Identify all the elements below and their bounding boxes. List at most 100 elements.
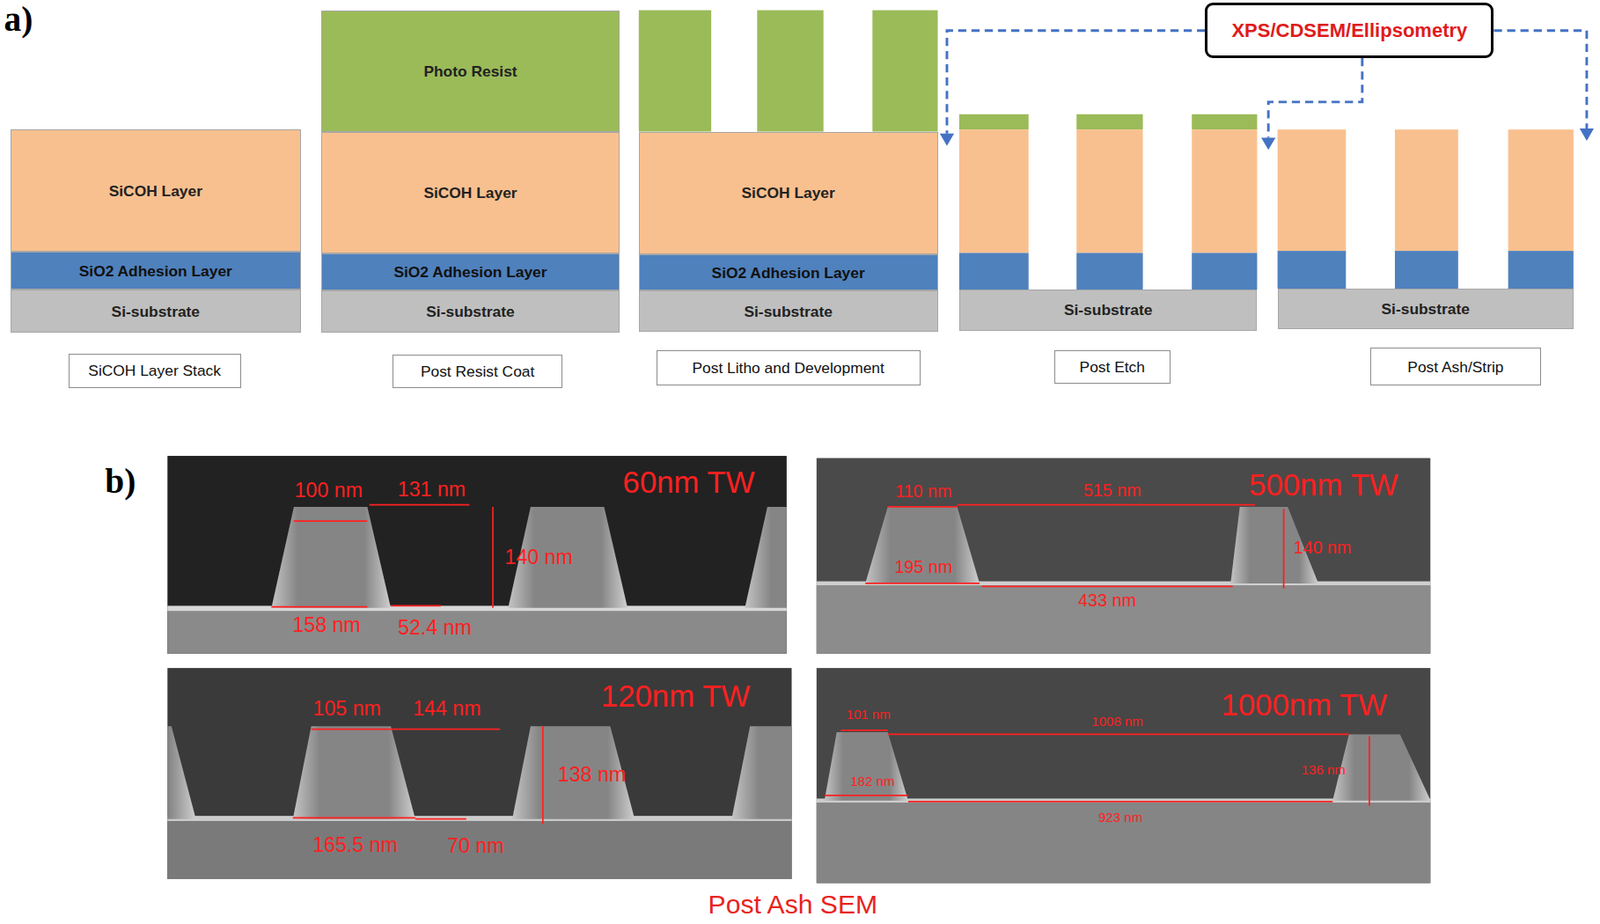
stage-box: Post Ash/Strip: [1370, 347, 1542, 386]
layer-name: Si-substrate: [1381, 300, 1470, 318]
dimension-line: [293, 817, 416, 820]
dimension-label: 70 nm: [447, 836, 504, 858]
sicoh-pillar: [1277, 129, 1347, 251]
sem-substrate: [816, 585, 1432, 654]
layer-band: SiCOH Layer: [638, 132, 939, 255]
dimension-line: [491, 506, 494, 609]
dimension-label: 923 nm: [1098, 810, 1143, 824]
oxide-pillar: [1191, 252, 1257, 290]
sicoh-pillar: [1394, 129, 1459, 251]
dimension-lines: [293, 726, 544, 824]
resist-line: [756, 10, 823, 133]
oxide-pillar: [1277, 250, 1347, 289]
sem-ridge: [293, 726, 416, 819]
sem-edge: [167, 815, 793, 822]
dimension-line: [865, 582, 980, 585]
resist-line: [638, 10, 712, 133]
dimension-lines: [271, 505, 493, 609]
resist-cap: [959, 114, 1029, 130]
sem-image: [167, 455, 787, 654]
dimension-line: [957, 504, 1256, 507]
layer-name: SiCOH Layer: [741, 183, 836, 202]
layer-name: Si-substrate: [425, 302, 514, 321]
panel-letter: b): [104, 465, 136, 500]
dimension-line: [888, 733, 1350, 736]
dimension-label: 100 nm: [294, 480, 363, 501]
resist-cap: [1076, 114, 1143, 130]
dimension-label: 105 nm: [313, 698, 382, 720]
sem-substrate: [167, 820, 793, 880]
sem-edge: [167, 605, 787, 611]
stage-name: Post Etch: [1079, 358, 1145, 376]
dimension-label: 110 nm: [895, 483, 952, 501]
dimension-line: [1283, 508, 1285, 588]
stage-box: SiCOH Layer Stack: [68, 353, 242, 388]
dimension-label: 140 nm: [505, 548, 573, 569]
sem-background: [816, 667, 1432, 884]
sem-ridge: [865, 506, 980, 584]
sem-image: [816, 667, 1432, 884]
stage-name: SiCOH Layer Stack: [88, 361, 221, 380]
dimension-label: 433 nm: [1078, 592, 1137, 610]
layer-name: SiO2 Adhesion Layer: [79, 262, 233, 280]
method-box: XPS/CDSEM/Ellipsometry: [1204, 2, 1494, 59]
dashed-arrow: [1268, 58, 1363, 138]
layer-name: Si-substrate: [743, 302, 832, 321]
dimension-line: [390, 728, 500, 731]
dimension-line: [271, 606, 367, 609]
layer-band: SiO2 Adhesion Layer: [638, 254, 939, 292]
dimension-label: 1008 nm: [1091, 714, 1144, 728]
sem-background: [167, 455, 787, 654]
layer-band: SiO2 Adhesion Layer: [10, 251, 301, 290]
layer-band: SiO2 Adhesion Layer: [321, 253, 620, 292]
arrow-head: [1579, 128, 1594, 141]
trench-width-label: 1000nm TW: [1220, 689, 1388, 721]
layer-band: SiCOH Layer: [10, 129, 301, 252]
dimension-line: [369, 504, 470, 507]
dimension-label: 515 nm: [1083, 482, 1142, 500]
layer-name: SiO2 Adhesion Layer: [711, 264, 866, 282]
dashed-arrow: [1493, 30, 1587, 129]
dimension-line: [311, 728, 391, 731]
sem-image: [167, 667, 793, 880]
dimension-line: [542, 726, 544, 824]
dimension-label: 52.4 nm: [397, 618, 472, 639]
sem-ridge: [731, 726, 792, 819]
arrow-head: [1261, 137, 1276, 150]
layer-name: Photo Resist: [423, 62, 517, 81]
layer-band: Si-substrate: [1277, 288, 1574, 330]
sem-ridge: [1332, 733, 1431, 800]
dimension-label: 131 nm: [397, 479, 466, 500]
layer-name: Si-substrate: [1064, 300, 1153, 319]
sem-substrate: [167, 609, 787, 654]
layer-name: SiCOH Layer: [109, 182, 203, 200]
resist-cap: [1191, 114, 1257, 130]
dimension-line: [415, 818, 467, 821]
sicoh-pillar: [1508, 129, 1574, 251]
dimension-label: 140 nm: [1293, 539, 1352, 558]
arrow-head: [939, 133, 955, 147]
sicoh-pillar: [959, 129, 1029, 253]
trench-width-label: 60nm TW: [623, 467, 756, 499]
stage-box: Post Litho and Development: [656, 350, 921, 387]
trench-width-label: 500nm TW: [1248, 469, 1398, 500]
dimension-line: [908, 800, 1333, 803]
layer-band: Photo Resist: [321, 10, 620, 133]
sem-substrate: [816, 802, 1432, 884]
sicoh-pillar: [1076, 129, 1143, 253]
dashed-arrow: [946, 30, 1205, 134]
layer-name: Si-substrate: [111, 302, 200, 321]
oxide-pillar: [1076, 252, 1143, 290]
dimension-label: 158 nm: [292, 615, 360, 636]
dimension-line: [888, 506, 958, 508]
method-name: XPS/CDSEM/Ellipsometry: [1231, 19, 1468, 42]
stage-box: Post Etch: [1054, 350, 1171, 384]
dimension-label: 136 nm: [1301, 763, 1346, 778]
dimension-label: 182 nm: [850, 775, 895, 789]
sem-background: [167, 667, 793, 880]
stage-box: Post Resist Coat: [392, 354, 562, 388]
dimension-label: 138 nm: [557, 765, 626, 786]
sem-background: [816, 457, 1432, 654]
layer-band: Si-substrate: [321, 290, 620, 333]
stage-name: Post Ash/Strip: [1407, 358, 1504, 376]
